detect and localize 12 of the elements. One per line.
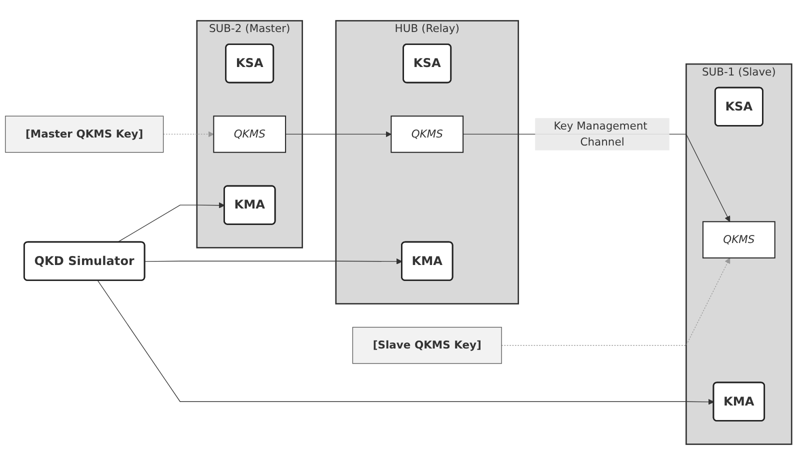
node-box: QKMS [390,116,464,153]
node-box: QKMS [213,116,286,153]
arrow [162,131,214,138]
arrow [144,258,402,264]
node-box: [Master QKMS Key] [5,116,164,153]
arrow [285,131,392,138]
node-box: [Slave QKMS Key] [352,326,502,364]
node-box: QKMS [702,221,776,258]
edge-label: Key Management Channel [554,119,648,148]
arrow [97,280,714,405]
arrow [117,202,225,243]
arrow [501,258,730,346]
